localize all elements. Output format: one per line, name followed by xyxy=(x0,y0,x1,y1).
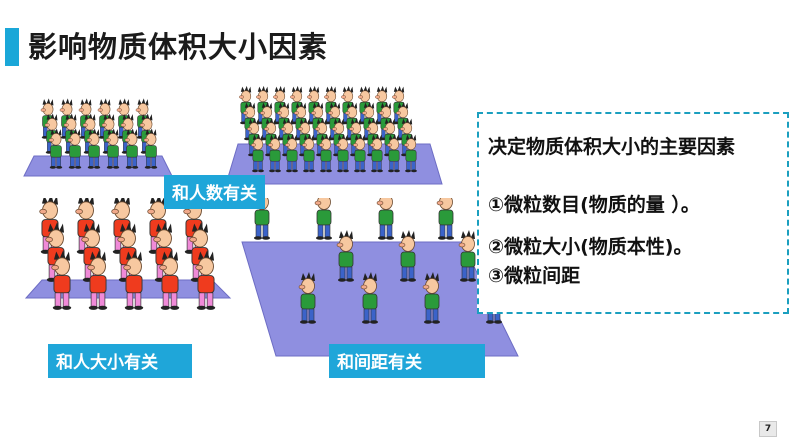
person-figure xyxy=(195,250,216,310)
person-figure xyxy=(436,198,454,240)
people-size-svg xyxy=(24,198,232,310)
person-figure xyxy=(159,250,180,310)
person-figure xyxy=(86,128,101,169)
factor-item: ②微粒大小(物质本性)。 xyxy=(488,236,693,258)
title-accent-bar xyxy=(5,28,19,66)
factor-item: ③微粒间距 xyxy=(488,265,581,287)
people-size-illustration xyxy=(22,198,236,358)
person-figure xyxy=(360,272,378,324)
person-figure xyxy=(123,250,144,310)
floor-plane xyxy=(241,241,519,357)
person-figure xyxy=(336,230,354,282)
factors-box: 决定物质体积大小的主要因素 ①微粒数目(物质的量 ）。 ②微粒大小(物质本性)。… xyxy=(477,112,789,314)
person-figure xyxy=(285,133,298,173)
person-figure xyxy=(124,128,139,169)
people-spacing-svg xyxy=(241,198,519,357)
person-figure xyxy=(319,133,332,173)
factor-item: ①微粒数目(物质的量 ）。 xyxy=(488,194,700,216)
page-number: 7 xyxy=(759,421,777,437)
person-figure xyxy=(336,133,349,173)
person-figure xyxy=(370,133,383,173)
spaced-people-group xyxy=(252,198,502,324)
person-figure xyxy=(458,230,476,282)
person-figure xyxy=(251,133,264,173)
label-spacing: 和间距有关 xyxy=(329,344,485,378)
person-figure xyxy=(298,272,316,324)
person-figure xyxy=(422,272,440,324)
person-figure xyxy=(387,133,400,173)
crowd-count-svg xyxy=(23,85,443,185)
large-crowd-group xyxy=(225,85,443,185)
person-figure xyxy=(315,117,328,157)
label-size: 和人大小有关 xyxy=(48,344,192,378)
person-figure xyxy=(48,128,63,169)
big-people-group xyxy=(24,198,232,310)
person-figure xyxy=(302,133,315,173)
person-figure xyxy=(376,198,394,240)
person-figure xyxy=(404,133,417,173)
person-figure xyxy=(398,230,416,282)
person-figure xyxy=(314,198,332,240)
crowd-count-illustration xyxy=(22,84,456,192)
person-figure xyxy=(143,128,158,169)
slide-title: 影响物质体积大小因素 xyxy=(28,30,329,64)
person-figure xyxy=(353,133,366,173)
label-count: 和人数有关 xyxy=(164,175,265,209)
small-crowd-group xyxy=(23,98,173,177)
person-figure xyxy=(51,250,72,310)
person-figure xyxy=(67,128,82,169)
person-figure xyxy=(268,133,281,173)
person-figure xyxy=(105,128,120,169)
factors-title: 决定物质体积大小的主要因素 xyxy=(488,136,736,158)
person-figure xyxy=(87,250,108,310)
people-spacing-illustration xyxy=(236,198,522,370)
